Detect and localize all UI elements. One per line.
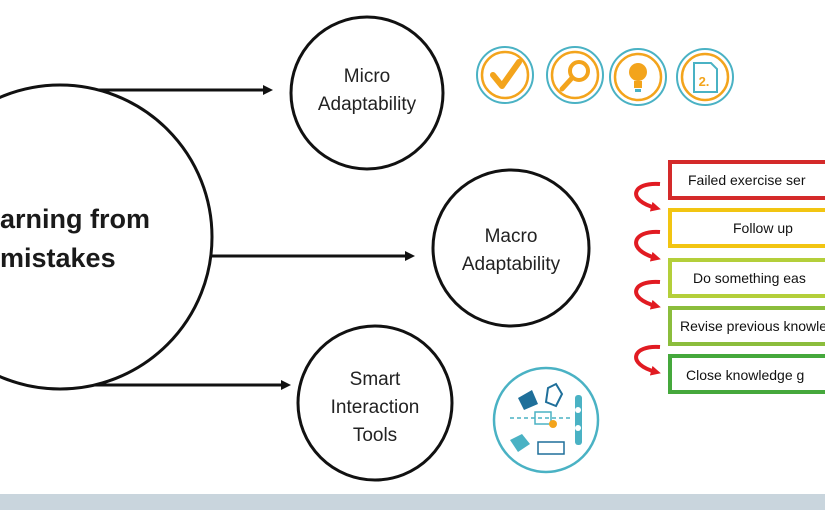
smart-interaction-tools-node: Smart Interaction Tools <box>296 324 454 482</box>
micro-adaptability-node: Micro Adaptability <box>289 15 445 171</box>
lightbulb-icon <box>609 48 667 106</box>
micro-icons: 2. <box>476 46 734 106</box>
step-label: Failed exercise ser <box>688 172 806 188</box>
smart-tools-icon <box>492 366 600 474</box>
document-icon: 2. <box>676 48 734 106</box>
step-box: Failed exercise ser <box>668 160 825 200</box>
connector-arrows <box>80 85 415 390</box>
magnifier-icon <box>546 46 604 104</box>
bottom-band <box>0 494 825 510</box>
step-label: Follow up <box>733 220 793 236</box>
micro-line1: Micro <box>344 66 390 87</box>
step-box: Follow up <box>668 208 825 248</box>
step-label: Revise previous knowle <box>680 318 825 334</box>
main-circle-line1: arning from <box>0 204 150 234</box>
loop-arrow-icon <box>634 279 661 310</box>
loop-arrow-icon <box>634 229 661 262</box>
checkmark-icon <box>476 46 534 104</box>
step-label: Do something eas <box>693 270 806 286</box>
macro-line1: Macro <box>485 226 538 247</box>
step-box: Do something eas <box>668 258 825 298</box>
step-box: Close knowledge g <box>668 354 825 394</box>
macro-line2: Adaptability <box>462 254 561 275</box>
main-circle: arning from mistakes <box>0 83 214 391</box>
document-icon-number: 2. <box>699 74 710 89</box>
step-label: Close knowledge g <box>686 367 804 383</box>
smart-line3: Tools <box>353 425 397 446</box>
main-circle-line2: mistakes <box>0 243 116 273</box>
micro-line2: Adaptability <box>318 94 417 115</box>
loop-arrow-icon <box>634 181 661 212</box>
loop-arrows <box>634 181 661 376</box>
macro-adaptability-node: Macro Adaptability <box>431 168 591 328</box>
smart-line2: Interaction <box>331 397 420 418</box>
macro-steps: Failed exercise ser Follow up Do somethi… <box>668 160 825 394</box>
smart-line1: Smart <box>350 369 401 390</box>
loop-arrow-icon <box>634 344 661 376</box>
step-box: Revise previous knowle <box>668 306 825 346</box>
